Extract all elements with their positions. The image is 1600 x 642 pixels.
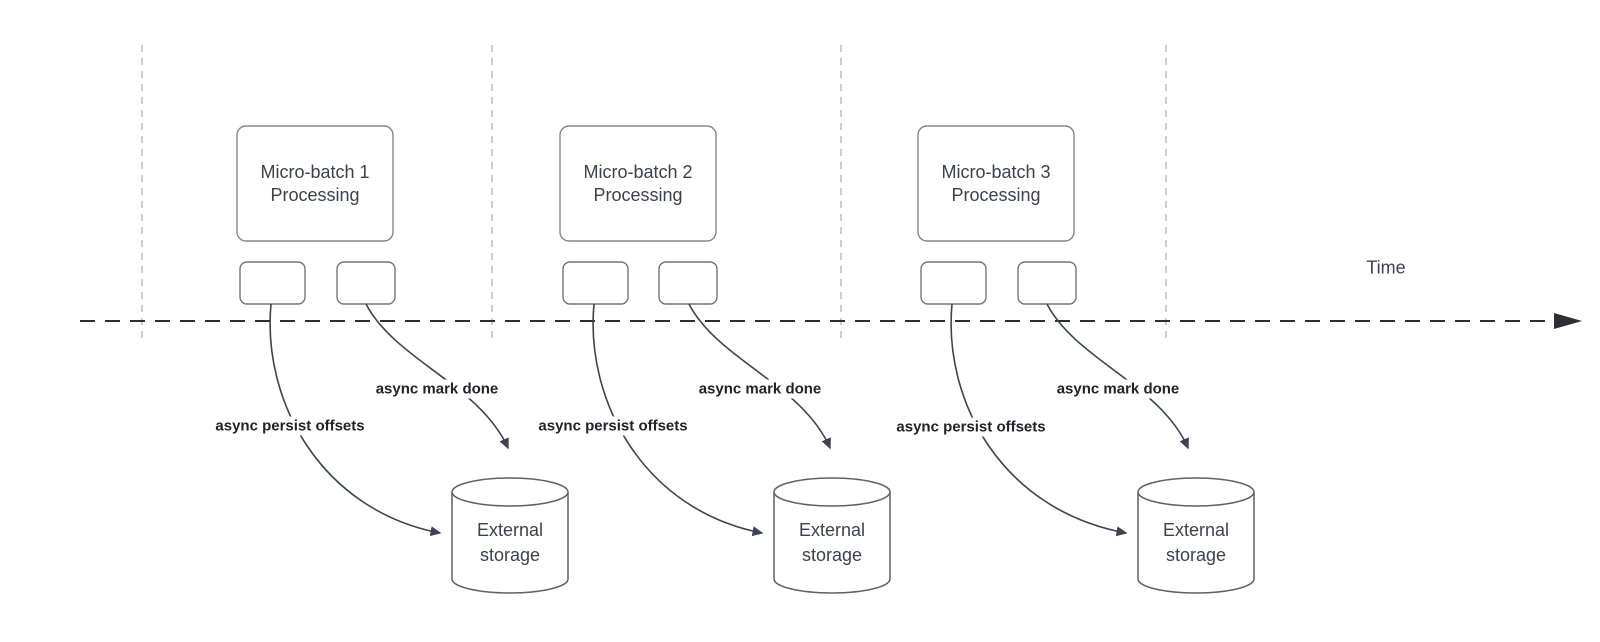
done-source-box-3: [1017, 261, 1077, 305]
persist-source-box-3: [920, 261, 987, 305]
external-storage-cylinder-top-2: [773, 477, 891, 507]
external-storage-line1: External: [798, 520, 866, 540]
external-storage-cylinder-top-3: [1137, 477, 1255, 507]
external-storage-line2: storage: [801, 545, 863, 565]
mark-done-arrow-1: [365, 303, 509, 450]
external-storage-label-1: External storage: [477, 518, 543, 568]
micro-batch-group-2: [559, 125, 891, 594]
persist-offsets-label-1: async persist offsets: [212, 416, 368, 436]
done-source-box-2: [658, 261, 718, 305]
persist-offsets-arrow-3: [950, 303, 1128, 537]
processing-box-title-line1: Micro-batch 1: [260, 162, 370, 182]
external-storage-cylinder-2: [773, 492, 891, 594]
persist-offsets-arrow-1: [269, 303, 442, 537]
persist-offsets-label-2: async persist offsets: [535, 416, 691, 436]
mark-done-arrow-2: [688, 303, 831, 450]
external-storage-line1: External: [476, 520, 544, 540]
micro-batch-group-3: [917, 125, 1255, 594]
external-storage-label-3: External storage: [1163, 518, 1229, 568]
processing-box-title-line1: Micro-batch 2: [583, 162, 693, 182]
processing-box-label-1: Micro-batch 1 Processing: [260, 161, 369, 207]
processing-box-1: [236, 125, 394, 242]
persist-offsets-label-3: async persist offsets: [893, 417, 1049, 437]
external-storage-cylinder-3: [1137, 492, 1255, 594]
persist-source-box-2: [562, 261, 629, 305]
external-storage-cylinder-1: [451, 492, 569, 594]
external-storage-line2: storage: [479, 545, 541, 565]
micro-batch-group-1: [236, 125, 569, 594]
processing-box-title-line1: Micro-batch 3: [941, 162, 1051, 182]
time-axis-label: Time: [1366, 257, 1406, 278]
external-storage-line1: External: [1162, 520, 1230, 540]
mark-done-label-2: async mark done: [695, 379, 825, 399]
persist-source-box-1: [239, 261, 306, 305]
time-axis-arrowhead-icon: [1554, 313, 1582, 329]
processing-box-title-line2: Processing: [593, 185, 683, 205]
mark-done-label-1: async mark done: [372, 379, 502, 399]
external-storage-cylinder-top-1: [451, 477, 569, 507]
mark-done-arrow-3: [1046, 303, 1189, 450]
processing-box-label-3: Micro-batch 3 Processing: [941, 161, 1050, 207]
processing-box-title-line2: Processing: [951, 185, 1041, 205]
done-source-box-1: [336, 261, 396, 305]
persist-offsets-arrow-2: [592, 303, 764, 537]
mark-done-label-3: async mark done: [1053, 379, 1183, 399]
external-storage-line2: storage: [1165, 545, 1227, 565]
processing-box-3: [917, 125, 1075, 242]
processing-box-label-2: Micro-batch 2 Processing: [583, 161, 692, 207]
processing-box-2: [559, 125, 717, 242]
external-storage-label-2: External storage: [799, 518, 865, 568]
processing-box-title-line2: Processing: [270, 185, 360, 205]
